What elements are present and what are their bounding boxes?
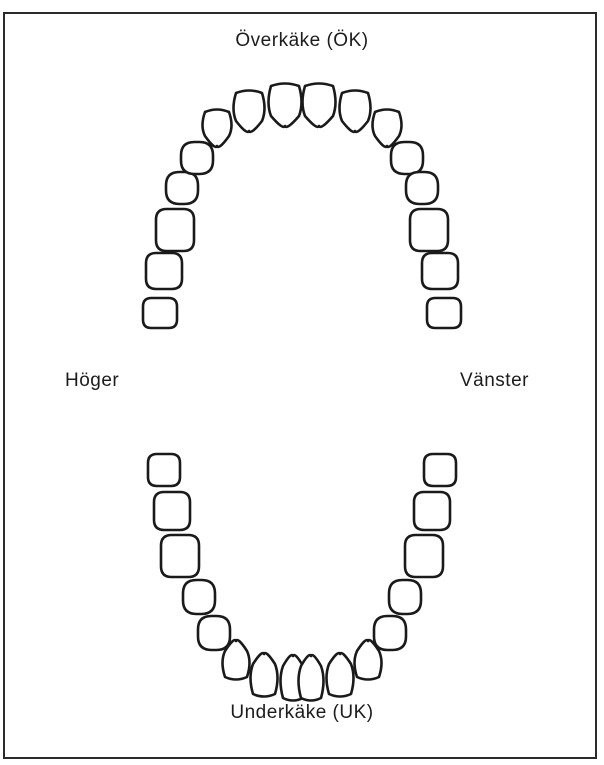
lower-tooth-16[interactable]	[424, 454, 456, 486]
lower-tooth-12[interactable]	[374, 616, 406, 650]
lower-tooth-2[interactable]	[154, 492, 190, 530]
upper-tooth-7[interactable]	[234, 91, 265, 132]
upper-tooth-5[interactable]	[181, 142, 213, 174]
upper-tooth-1[interactable]	[143, 298, 177, 328]
lower-tooth-5[interactable]	[198, 616, 230, 650]
lower-tooth-1[interactable]	[148, 454, 180, 486]
upper-tooth-15[interactable]	[422, 253, 458, 289]
lower-tooth-9[interactable]	[299, 655, 324, 700]
upper-tooth-10[interactable]	[340, 91, 371, 132]
lower-tooth-13[interactable]	[389, 580, 421, 614]
upper-tooth-11[interactable]	[373, 110, 402, 147]
upper-tooth-13[interactable]	[406, 172, 438, 204]
lower-tooth-3[interactable]	[161, 535, 199, 577]
lower-tooth-10[interactable]	[327, 653, 354, 696]
lower-tooth-15[interactable]	[414, 492, 450, 530]
upper-arch	[143, 84, 461, 329]
upper-tooth-12[interactable]	[391, 142, 423, 174]
upper-tooth-3[interactable]	[156, 209, 194, 251]
upper-tooth-6[interactable]	[203, 110, 232, 147]
upper-tooth-9[interactable]	[303, 84, 336, 127]
upper-tooth-4[interactable]	[166, 172, 198, 204]
lower-tooth-4[interactable]	[183, 580, 215, 614]
upper-tooth-14[interactable]	[410, 209, 448, 251]
upper-tooth-16[interactable]	[427, 298, 461, 328]
lower-tooth-7[interactable]	[251, 653, 278, 696]
upper-tooth-8[interactable]	[269, 84, 302, 127]
upper-tooth-2[interactable]	[146, 253, 182, 289]
lower-arch	[148, 454, 456, 701]
lower-tooth-14[interactable]	[405, 535, 443, 577]
